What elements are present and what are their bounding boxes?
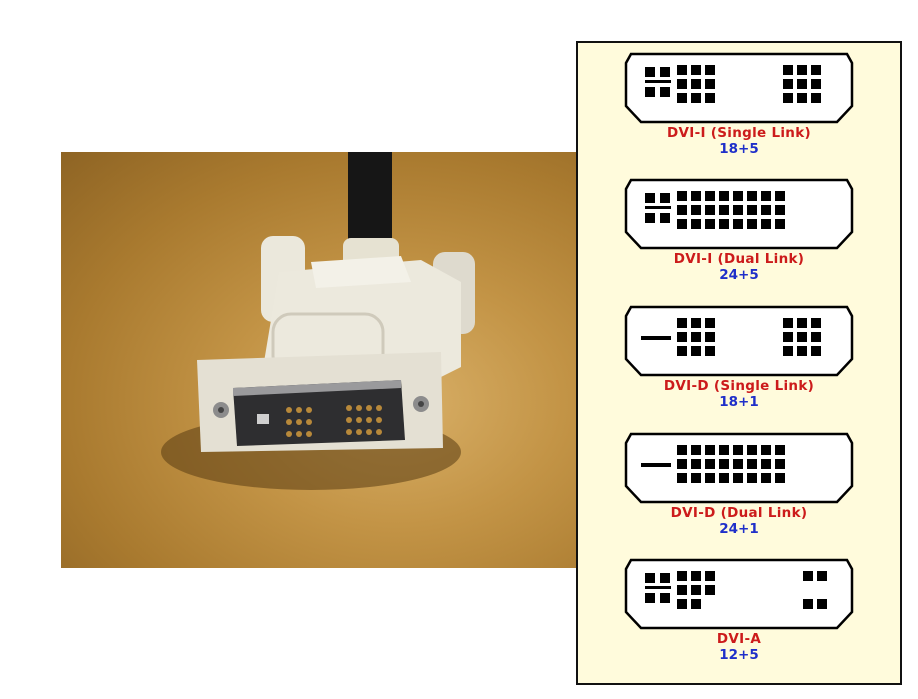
dvi-cable-photo [61, 152, 578, 568]
dvi-plug-illustration [161, 152, 475, 490]
connector-pin-count: 18+1 [719, 394, 759, 410]
dvi-i-dual-connector-icon [624, 178, 854, 250]
dvi-i-single-connector-icon [624, 52, 854, 124]
connector-entry-dvi-d-single: DVI-D (Single Link) 18+1 [578, 304, 900, 411]
connector-name: DVI-D (Dual Link) [670, 505, 808, 521]
connector-pin-count: 12+5 [719, 647, 759, 663]
connector-name: DVI-D (Single Link) [663, 378, 815, 394]
connector-entry-dvi-i-dual: DVI-I (Dual Link) 24+5 [578, 177, 900, 284]
connector-entry-dvi-d-dual: DVI-D (Dual Link) 24+1 [578, 431, 900, 538]
connector-name: DVI-A [716, 631, 762, 647]
connector-pin-count: 24+1 [719, 521, 759, 537]
dvi-d-single-connector-icon [624, 305, 854, 377]
connector-name: DVI-I (Single Link) [667, 125, 811, 141]
dvi-connector-types-panel: DVI-I (Single Link) 18+5 DVI-I (Dual Lin… [576, 41, 902, 685]
connector-pin-count: 24+5 [719, 267, 759, 283]
dvi-a-connector-icon [624, 558, 854, 630]
connector-pin-count: 18+5 [719, 141, 759, 157]
dvi-d-dual-connector-icon [624, 432, 854, 504]
connector-entry-dvi-a: DVI-A 12+5 [578, 557, 900, 664]
connector-name: DVI-I (Dual Link) [673, 251, 805, 267]
connector-entry-dvi-i-single: DVI-I (Single Link) 18+5 [578, 51, 900, 158]
